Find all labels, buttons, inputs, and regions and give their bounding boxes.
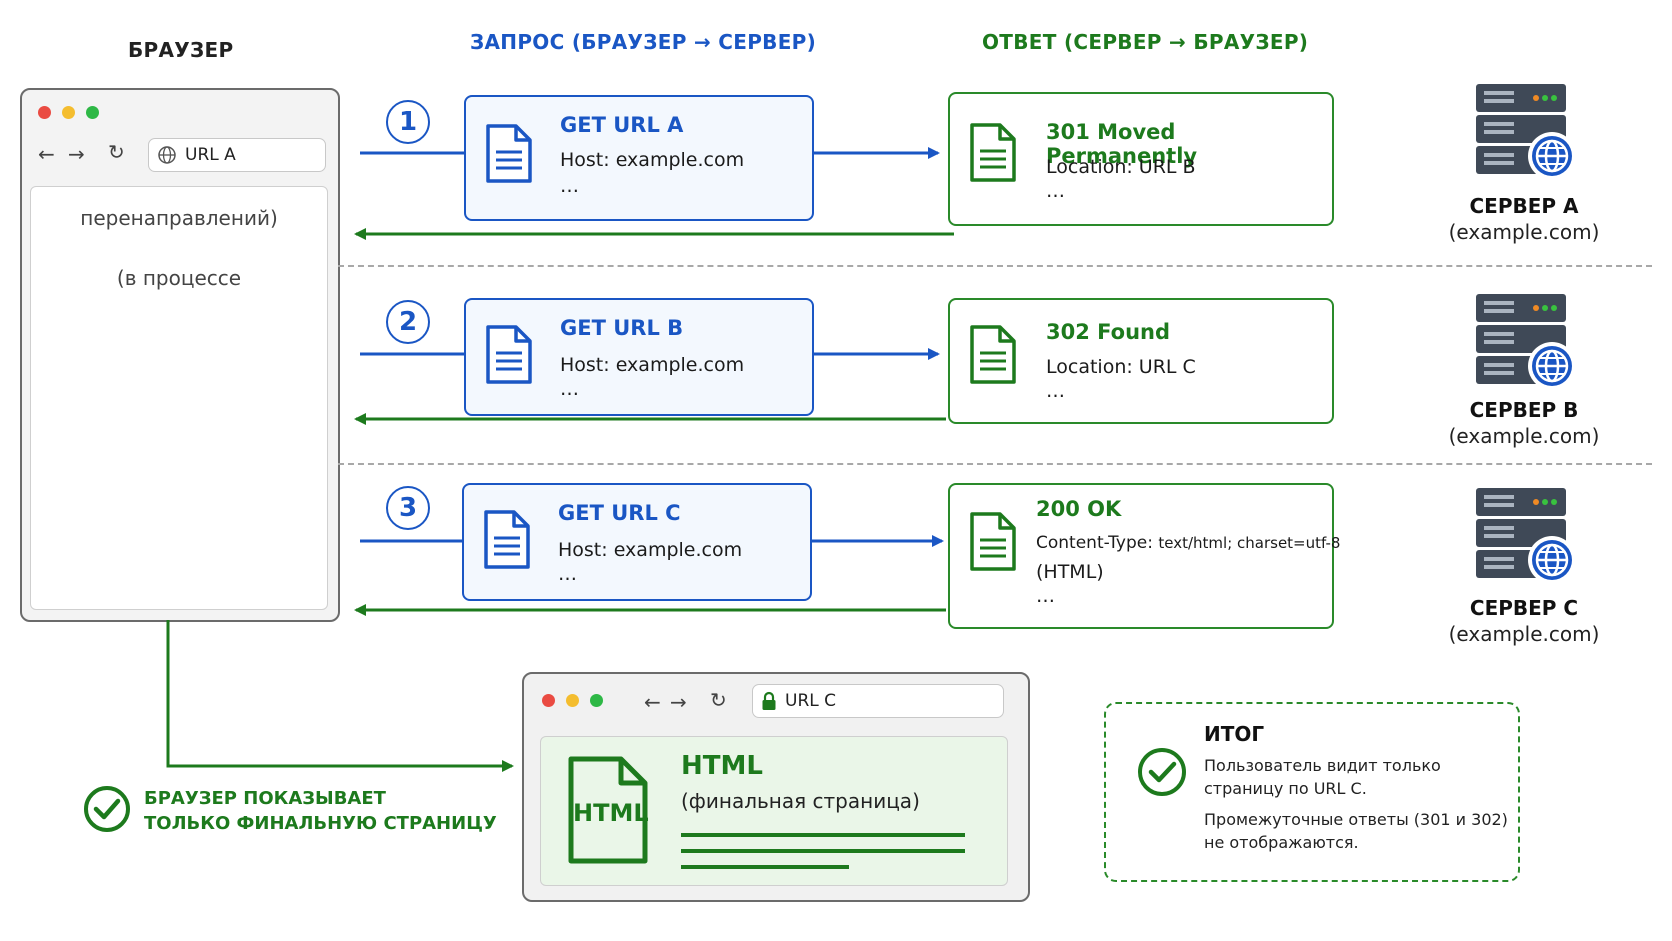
request-host-1: Host: example.com — [560, 149, 745, 171]
browser-window: ← → ↻ URL A (в процессе перенаправлений) — [20, 88, 340, 622]
window-close-dot — [38, 106, 51, 119]
response-box-3: 200 OK Content-Type: text/html; charset=… — [948, 483, 1340, 629]
request-title-3: GET URL C — [558, 501, 681, 525]
placeholder-line — [681, 833, 965, 837]
window-close-dot — [542, 694, 555, 707]
browser-viewport: (в процессе перенаправлений) — [30, 186, 328, 610]
summary-p1-line1: Пользователь видит только — [1204, 756, 1441, 775]
html-document-icon — [568, 756, 648, 864]
summary-paragraph-2: Промежуточные ответы (301 и 302) не отоб… — [1204, 808, 1508, 854]
response-location-2: Location: URL C — [1046, 356, 1196, 378]
reload-icon[interactable]: ↻ — [108, 140, 125, 164]
response-content-type-3: Content-Type: text/html; charset=utf-8 — [1036, 533, 1340, 553]
address-bar[interactable]: URL A — [148, 138, 326, 172]
response-title-3: 200 OK — [1036, 497, 1122, 521]
request-more-3: … — [558, 563, 577, 585]
placeholder-line — [681, 849, 965, 853]
final-page-arrow — [166, 620, 514, 772]
response-location-1: Location: URL B — [1046, 156, 1196, 178]
server-host: (example.com) — [1448, 622, 1600, 646]
request-more-2: … — [560, 378, 579, 400]
final-page-subtitle: (финальная страница) — [681, 789, 920, 813]
final-address-bar[interactable]: URL C — [752, 684, 1004, 718]
final-page-title: HTML — [681, 751, 763, 781]
globe-icon — [158, 146, 176, 164]
request-box-2: GET URL B Host: example.com … — [464, 298, 814, 416]
request-column-header: ЗАПРОС (БРАУЗЕР → СЕРВЕР) — [470, 30, 817, 54]
browser-column-header: БРАУЗЕР — [128, 38, 234, 62]
document-icon — [486, 124, 532, 183]
window-maximize-dot — [86, 106, 99, 119]
back-arrow-icon[interactable]: ← — [38, 142, 55, 166]
document-icon — [970, 512, 1016, 571]
server-label-a: СЕРВЕР A (example.com) — [1424, 194, 1624, 244]
summary-paragraph-1: Пользователь видит только страницу по UR… — [1204, 754, 1441, 800]
server-name: СЕРВЕР A — [1469, 194, 1579, 218]
response-html-3: (HTML) — [1036, 561, 1104, 583]
server-name: СЕРВЕР C — [1469, 596, 1579, 620]
step-divider-2 — [338, 463, 1652, 465]
server-icon — [1476, 294, 1576, 390]
summary-box: ИТОГ Пользователь видит только страницу … — [1104, 702, 1520, 882]
address-bar-url: URL A — [185, 145, 236, 165]
content-type-label: Content-Type: — [1036, 533, 1153, 553]
final-page-viewport: HTML HTML (финальная страница) — [540, 736, 1008, 886]
back-arrow-icon[interactable]: ← — [644, 690, 661, 714]
window-maximize-dot — [590, 694, 603, 707]
reload-icon[interactable]: ↻ — [710, 688, 727, 712]
request-more-1: … — [560, 175, 579, 197]
content-type-value: text/html; charset=utf-8 — [1158, 534, 1341, 552]
redirect-status-line2: перенаправлений) — [80, 206, 278, 230]
step-number-3: 3 — [386, 486, 430, 530]
response-box-1: 301 Moved Permanently Location: URL B … — [948, 92, 1334, 226]
document-icon — [970, 123, 1016, 182]
response-more-2: … — [1046, 380, 1065, 402]
request-host-3: Host: example.com — [558, 539, 743, 561]
final-note-line2: ТОЛЬКО ФИНАЛЬНУЮ СТРАНИЦУ — [144, 813, 497, 834]
final-note-line1: БРАУЗЕР ПОКАЗЫВАЕТ — [144, 788, 386, 809]
request-box-3: GET URL C Host: example.com … — [462, 483, 812, 601]
response-more-1: … — [1046, 180, 1065, 202]
lock-icon — [762, 691, 776, 710]
window-minimize-dot — [566, 694, 579, 707]
forward-arrow-icon[interactable]: → — [670, 690, 687, 714]
response-title-1: 301 Moved Permanently — [1046, 120, 1198, 168]
server-label-c: СЕРВЕР C (example.com) — [1424, 596, 1624, 646]
server-icon — [1476, 488, 1576, 584]
check-circle-icon — [1138, 748, 1186, 796]
step-number-2: 2 — [386, 300, 430, 344]
response-title-2: 302 Found — [1046, 320, 1171, 344]
response-more-3: … — [1036, 585, 1055, 607]
final-browser-window: ← → ↻ URL C HTML HTML (финальная страниц… — [522, 672, 1030, 902]
final-address-bar-url: URL C — [785, 691, 836, 711]
server-host: (example.com) — [1448, 424, 1600, 448]
step-number-1: 1 — [386, 100, 430, 144]
final-note: БРАУЗЕР ПОКАЗЫВАЕТ ТОЛЬКО ФИНАЛЬНУЮ СТРА… — [144, 786, 497, 836]
response-column-header: ОТВЕТ (СЕРВЕР → БРАУЗЕР) — [982, 30, 1309, 54]
step-divider-1 — [338, 265, 1652, 267]
server-label-b: СЕРВЕР B (example.com) — [1424, 398, 1624, 448]
check-circle-icon — [84, 786, 130, 832]
response-box-2: 302 Found Location: URL C … — [948, 298, 1334, 424]
summary-p2-line1: Промежуточные ответы (301 и 302) — [1204, 810, 1508, 829]
request-host-2: Host: example.com — [560, 354, 745, 376]
redirect-status-line1: (в процессе — [116, 266, 242, 290]
summary-p1-line2: страницу по URL C. — [1204, 779, 1367, 798]
summary-title: ИТОГ — [1204, 722, 1265, 746]
html-icon-text: HTML — [573, 799, 649, 827]
server-icon — [1476, 84, 1576, 180]
window-minimize-dot — [62, 106, 75, 119]
request-title-2: GET URL B — [560, 316, 684, 340]
summary-p2-line2: не отображаются. — [1204, 833, 1359, 852]
server-host: (example.com) — [1448, 220, 1600, 244]
document-icon — [484, 510, 530, 569]
placeholder-line — [681, 865, 849, 869]
forward-arrow-icon[interactable]: → — [68, 142, 85, 166]
request-box-1: GET URL A Host: example.com … — [464, 95, 814, 221]
server-name: СЕРВЕР B — [1469, 398, 1579, 422]
request-title-1: GET URL A — [560, 113, 684, 137]
document-icon — [486, 325, 532, 384]
document-icon — [970, 325, 1016, 384]
